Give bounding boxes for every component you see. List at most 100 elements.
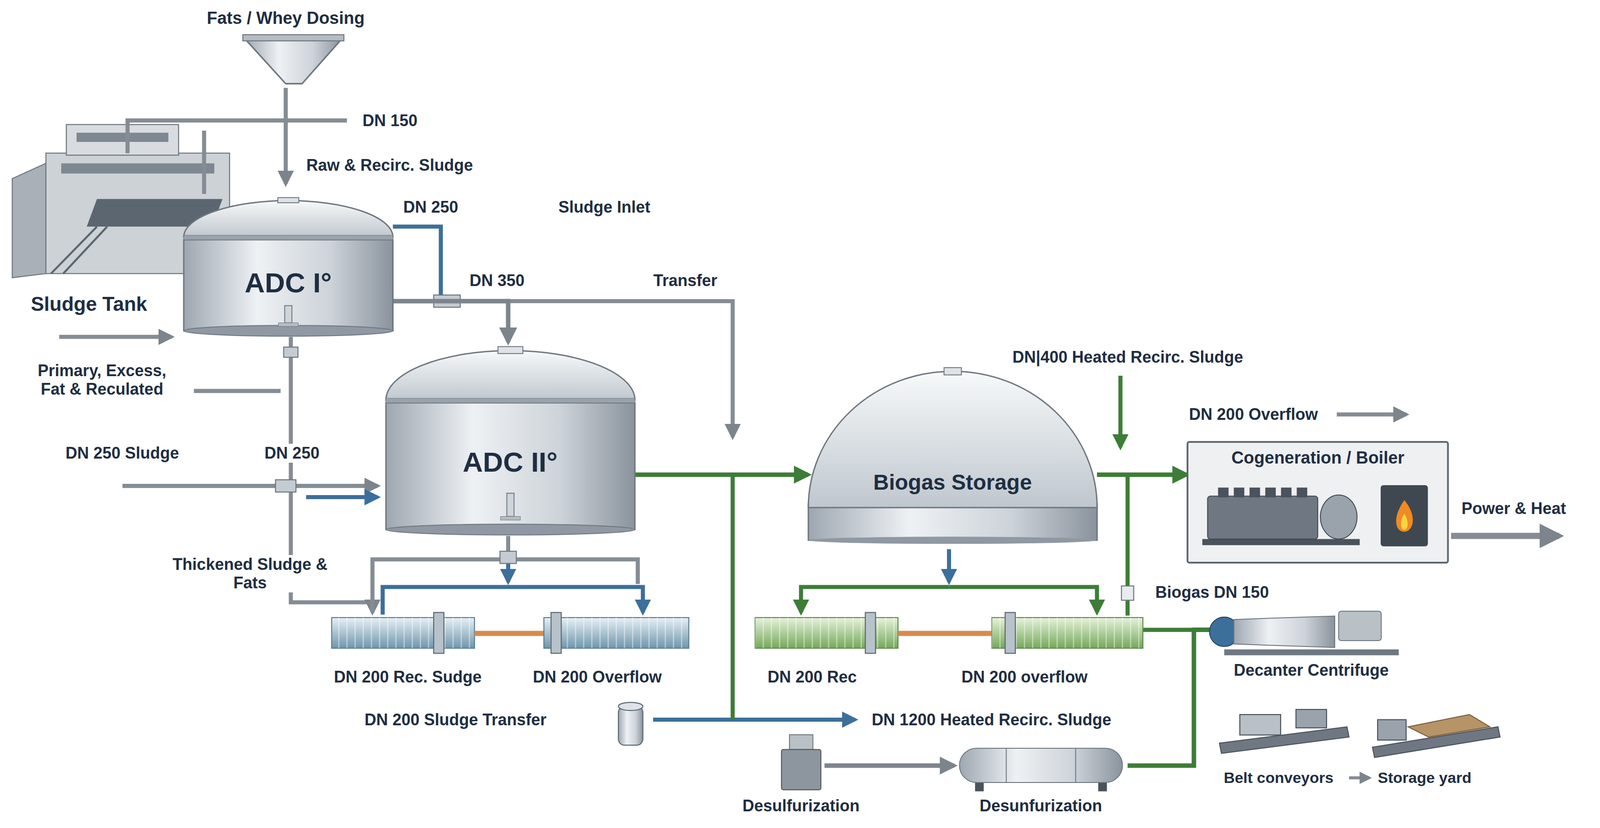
shape-outline <box>385 341 635 536</box>
engine-base <box>1202 538 1360 545</box>
nozzle-flange <box>500 516 521 521</box>
tank-rim <box>385 398 635 403</box>
digester-tank: ADC I° <box>183 194 394 337</box>
chp-unit: Cogeneration / Boiler <box>1186 440 1449 564</box>
cylinder-head <box>1249 487 1261 498</box>
pipe-fittings <box>1121 585 1134 601</box>
belt-conveyor <box>1408 714 1490 737</box>
pipe-label: DN 350 <box>467 271 527 290</box>
tank-bottom <box>183 325 394 336</box>
pipe-fittings <box>275 479 296 492</box>
building <box>61 163 215 174</box>
pipe-connector <box>1096 472 1187 477</box>
vessel-shell <box>959 747 1123 783</box>
belt-conveyor <box>1239 714 1281 735</box>
pipe-segment <box>543 617 689 649</box>
nozzle <box>284 305 292 323</box>
desulfurization-vessel: Desunfurization <box>954 743 1128 816</box>
grey-pipes <box>58 334 172 339</box>
machine-shape <box>1214 607 1409 657</box>
pipe-segment <box>331 617 475 649</box>
green-pipes <box>1118 375 1123 448</box>
desulfurization-unit: Desulfurization <box>742 732 860 816</box>
pipe-label: Thickened Sludge & Fats <box>170 554 331 593</box>
skid <box>1223 649 1399 656</box>
drive-motor <box>1338 611 1382 641</box>
transfer-pump <box>618 706 643 745</box>
green-pipes <box>730 474 735 720</box>
pipe-segment <box>755 617 898 649</box>
pipe-label: DN 150 <box>360 111 420 130</box>
vessel-leg <box>974 780 984 791</box>
cylinder-head <box>1265 487 1276 498</box>
decanter-centrifuge: Decanter Centrifuge <box>1214 607 1409 680</box>
transfer-pump <box>618 702 643 711</box>
green-pipes <box>1142 627 1194 632</box>
grey-pipes <box>1450 532 1560 540</box>
vessel-seam <box>1005 747 1007 783</box>
node-label: Decanter Centrifuge <box>1233 660 1389 680</box>
roof-cap <box>943 367 961 376</box>
flame <box>1396 499 1414 532</box>
pipe-label: DN 200 Overflow <box>530 667 664 686</box>
node-label: Biogas Storage <box>808 469 1097 495</box>
pipe-label: DN 200 Sludge Transfer <box>362 710 549 729</box>
green-pipes <box>801 586 950 613</box>
decanter-bowl <box>1233 616 1335 648</box>
pipe-label: DN 250 Sludge <box>63 443 182 463</box>
machine-drawing <box>777 732 825 792</box>
pipe-segment <box>331 612 1143 654</box>
vessel-seam <box>1074 747 1076 783</box>
generator <box>1320 494 1358 540</box>
building <box>50 226 97 274</box>
node-label: ADC II° <box>385 445 635 478</box>
pipe-label: Sludge Tank <box>28 292 150 316</box>
building <box>66 124 179 155</box>
grey-pipes <box>202 130 207 194</box>
pipe-label: Biogas DN 150 <box>1153 582 1272 602</box>
shape-outline <box>808 362 1097 544</box>
grey-pipes <box>194 388 282 393</box>
machine-shape <box>954 743 1128 793</box>
pipe-segment <box>551 612 562 654</box>
pipe-connector <box>1127 629 1215 766</box>
unit-top <box>789 734 813 750</box>
pipe-segment <box>755 617 898 649</box>
pipe-label: Raw & Recirc. Sludge <box>303 155 476 175</box>
engine-block <box>1207 495 1319 539</box>
pipe-segment <box>543 617 689 649</box>
grey-pipes <box>283 87 288 184</box>
pipe-fittings <box>275 294 1134 601</box>
machine-drawing <box>1214 607 1409 657</box>
cylinder-head <box>1233 487 1245 498</box>
pipe-connector <box>824 763 955 768</box>
holder-dome <box>808 371 1097 508</box>
pipe-label: DN 250 <box>262 443 322 463</box>
machine-drawing <box>954 743 1128 793</box>
blue-pipes <box>947 548 952 582</box>
pipe-fittings <box>283 346 299 358</box>
tank-body <box>385 402 635 530</box>
node-label: ADC I° <box>183 266 394 299</box>
pipe-label: Belt conveyors <box>1221 768 1336 787</box>
pipe-segment <box>474 630 544 636</box>
pipe-label: Primary, Excess, Fat & Reculated <box>22 361 182 399</box>
flame-core <box>1400 513 1408 530</box>
tank-bottom <box>385 524 635 535</box>
tank-body <box>183 239 394 331</box>
pipe-label: Storage yard <box>1375 768 1474 787</box>
node-label: Desulfurization <box>742 796 860 815</box>
node-label: Desunfurization <box>979 796 1102 815</box>
pipe-connector <box>634 472 808 477</box>
pipe-segment <box>433 612 445 654</box>
blue-pipes <box>306 494 378 499</box>
machine-shape <box>777 732 825 792</box>
unit-cabinet <box>781 749 821 790</box>
belt-conveyor <box>1219 709 1501 758</box>
dosing-hopper <box>244 38 342 84</box>
